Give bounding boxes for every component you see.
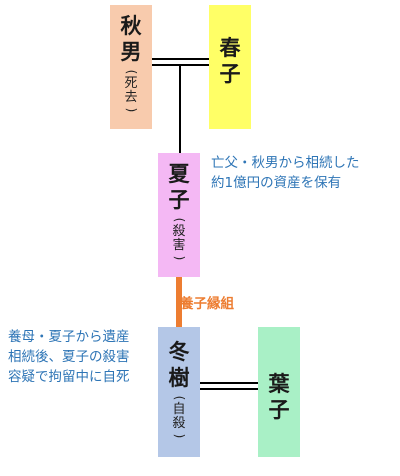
akio-status-note: ( 死 去 ) [123,69,138,113]
haruko-name-char-1: 春 [219,36,241,60]
fuyuki-name-char-1: 冬 [168,340,190,364]
adoption-label: 養子縁組 [180,296,234,312]
haruko-name-char-2: 子 [219,62,241,86]
person-box-akio: 秋 男 ( 死 去 ) [110,5,152,129]
fuyuki-fate-note: 養母・夏子から遺産 相続後、夏子の殺害 容疑で拘留中に自死 [8,329,130,385]
natsuko-name-char-2: 子 [168,188,190,212]
fuyuki-status-note: ( 自 殺 ) [171,395,186,439]
adoption-line [176,277,182,327]
akio-status-char-1: 死 [124,76,138,91]
natsuko-status-note: ( 殺 害 ) [171,217,186,261]
marriage-line-fuyuki-yoko-top [200,382,258,384]
natsuko-name-char-1: 夏 [168,162,190,186]
marriage-line-akio-haruko-top [152,58,209,60]
akio-status-char-2: 去 [124,90,138,105]
marriage-line-akio-haruko-bottom [152,64,209,66]
akio-name-char-1: 秋 [120,14,142,38]
natsuko-status-char-2: 害 [172,238,186,253]
natsuko-status-char-1: 殺 [172,224,186,239]
person-box-yoko: 葉 子 [258,327,300,457]
person-box-fuyuki: 冬 樹 ( 自 殺 ) [158,327,200,457]
fuyuki-status-char-2: 殺 [172,416,186,431]
descent-line-natsuko [179,66,181,153]
person-box-natsuko: 夏 子 ( 殺 害 ) [158,153,200,277]
marriage-line-fuyuki-yoko-bottom [200,388,258,390]
yoko-name-char-2: 子 [268,398,290,422]
natsuko-inheritance-note: 亡父・秋男から相続した 約1億円の資産を保有 [211,155,360,191]
person-box-haruko: 春 子 [209,5,251,129]
akio-name-char-2: 男 [120,40,142,64]
yoko-name-char-1: 葉 [268,372,290,396]
fuyuki-name-char-2: 樹 [168,366,190,390]
fuyuki-status-char-1: 自 [172,402,186,417]
